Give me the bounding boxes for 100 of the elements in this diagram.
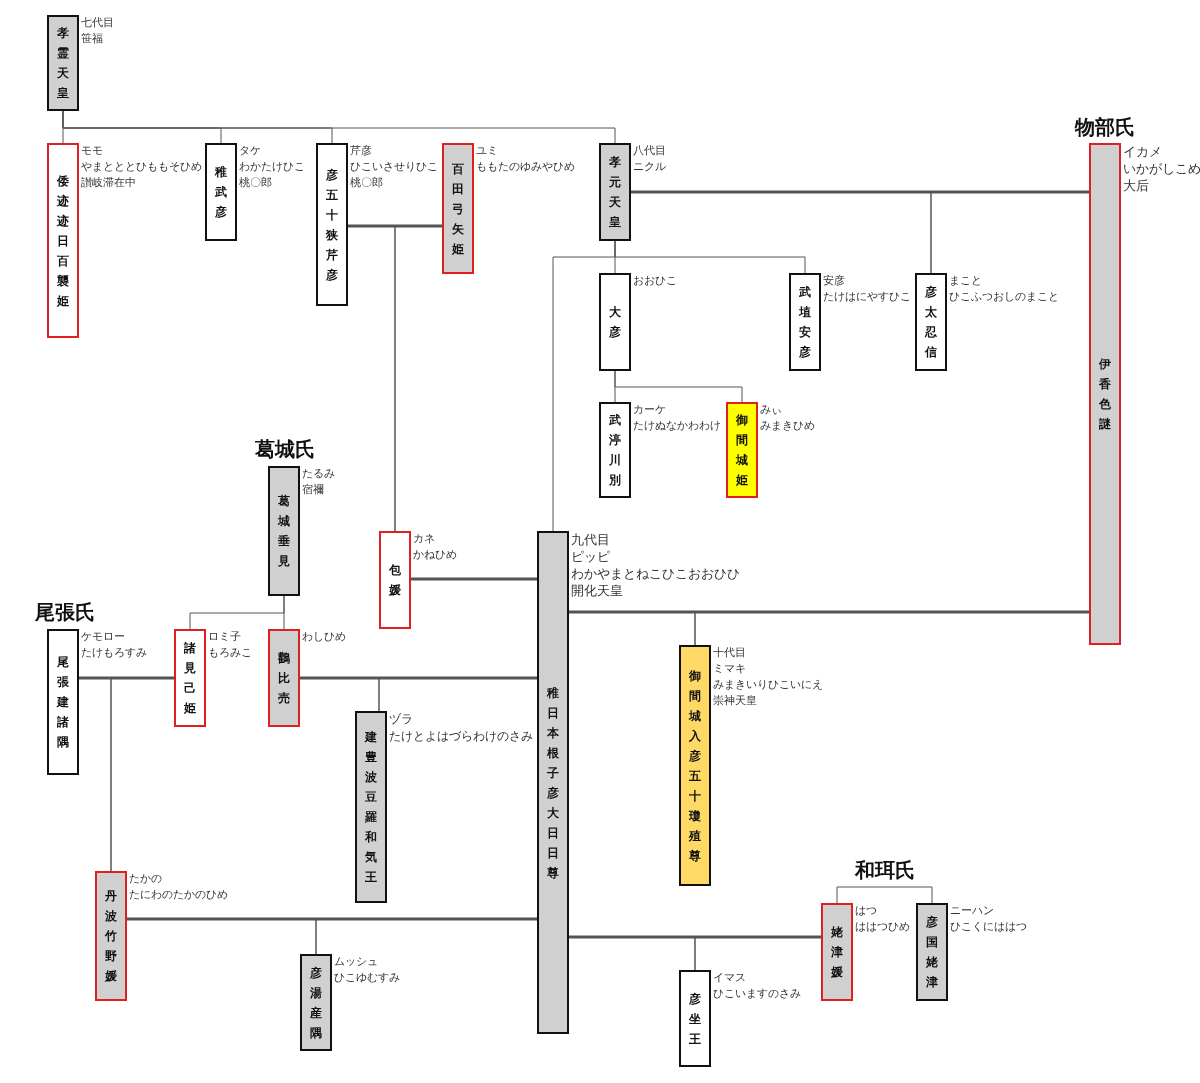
annotation-text: たけとよはづらわけのさみ (389, 728, 533, 745)
annotation-text: カーケ (633, 402, 666, 418)
annotation-text: 七代目 (81, 15, 114, 31)
person-box: 鸛比売 (268, 629, 300, 727)
marriage-line (127, 917, 537, 921)
person-box: 諸見己姫 (174, 629, 206, 727)
descent-line (930, 191, 1090, 274)
sibling-line (836, 886, 933, 904)
annotation-text: わかたけひこ (239, 159, 305, 175)
annotation-text: たけもろすみ (81, 645, 147, 661)
person-box: 尾張建諸隅 (47, 629, 79, 775)
person-box: 稚日本根子彦大日日尊 (537, 531, 569, 1034)
annotation-text: ひこいますのさみ (713, 986, 801, 1002)
annotation-text: ひこくにははつ (950, 919, 1027, 935)
descent-line (62, 110, 616, 144)
person-box: 伊香色謎 (1089, 143, 1121, 645)
person-box: 倭迹迹日百襲姫 (47, 143, 79, 338)
clan-label: 物部氏 (1075, 114, 1135, 141)
annotation-text: わかやまとねこひこおおひひ (571, 565, 740, 582)
annotation-text: 宿禰 (302, 482, 324, 498)
person-box: 武埴安彦 (789, 273, 821, 371)
annotation-text: みまきひめ (760, 418, 815, 434)
annotation-text: イマス (713, 970, 746, 986)
marriage-line (300, 676, 537, 680)
descent-line (694, 936, 822, 971)
annotation-text: たるみ (302, 466, 335, 482)
annotation-text: たけはにやすひこ (823, 289, 911, 305)
annotation-text: ももたのゆみやひめ (476, 159, 575, 175)
person-box: 御間城入彦五十瓊殖尊 (679, 645, 711, 886)
annotation-text: みまきいりひこいにえ (713, 677, 823, 693)
annotation-text: 開化天皇 (571, 582, 623, 599)
annotation-text: モモ (81, 143, 103, 159)
annotation-text: たかの (129, 871, 162, 887)
annotation-text: ははつひめ (855, 919, 910, 935)
descent-line (110, 677, 175, 872)
annotation-text: いかがしこめ (1123, 160, 1200, 177)
annotation-text: 十代目 (713, 645, 746, 661)
descent-line (552, 240, 616, 532)
annotation-text: 九代目 (571, 531, 610, 548)
person-box: 大彦 (599, 273, 631, 371)
person-box: 彦坐王 (679, 970, 711, 1067)
annotation-text: ミマキ (713, 661, 746, 677)
person-box: 武渟川別 (599, 402, 631, 498)
annotation-text: ニーハン (950, 903, 994, 919)
annotation-text: 崇神天皇 (713, 693, 757, 709)
person-box: 御間城姫 (726, 402, 758, 498)
person-box: 丹波竹野媛 (95, 871, 127, 1001)
clan-label: 和珥氏 (855, 857, 915, 884)
annotation-text: ケモロー (81, 629, 125, 645)
marriage-line (569, 610, 1089, 614)
person-box: 彦五十狭芹彦 (316, 143, 348, 306)
annotation-text: はつ (855, 903, 877, 919)
person-box: 百田弓矢姫 (442, 143, 474, 274)
annotation-text: ヅラ (389, 711, 413, 728)
annotation-text: 桃〇郎 (350, 175, 383, 191)
person-box: 姥津媛 (821, 903, 853, 1001)
clan-label: 葛城氏 (255, 436, 315, 463)
annotation-text: ひこいさせりひこ (350, 159, 438, 175)
person-box: 包媛 (379, 531, 411, 629)
annotation-text: ピッピ (571, 548, 610, 565)
annotation-text: もろみこ (208, 645, 252, 661)
marriage-line (348, 224, 442, 228)
annotation-text: 讃岐滞在中 (81, 175, 136, 191)
marriage-line (79, 676, 174, 680)
annotation-text: わしひめ (302, 629, 346, 645)
annotation-text: 大后 (1123, 177, 1149, 194)
annotation-text: ムッシュ (334, 954, 378, 970)
person-box: 彦太忍信 (915, 273, 947, 371)
person-box: 孝霊天皇 (47, 15, 79, 111)
annotation-text: カネ (413, 531, 435, 547)
person-box: 彦国姥津 (916, 903, 948, 1001)
annotation-text: かねひめ (413, 547, 457, 563)
annotation-text: たけぬなかわわけ (633, 418, 721, 434)
person-box: 稚武彦 (205, 143, 237, 241)
annotation-text: たにわのたかのひめ (129, 887, 228, 903)
annotation-text: ロミ子 (208, 629, 241, 645)
person-box: 彦湯産隅 (300, 954, 332, 1051)
descent-line (378, 677, 538, 712)
annotation-text: ニクル (633, 159, 666, 175)
annotation-text: 芹彦 (350, 143, 372, 159)
descent-line (614, 370, 743, 403)
clan-label: 尾張氏 (35, 599, 95, 626)
person-box: 葛城垂見 (268, 466, 300, 596)
annotation-text: 八代目 (633, 143, 666, 159)
descent-line (283, 595, 285, 630)
annotation-text: やまとととひももそひめ (81, 159, 202, 175)
annotation-text: 安彦 (823, 273, 845, 289)
person-box: 建豊波豆羅和気王 (355, 711, 387, 903)
annotation-text: イカメ (1123, 143, 1162, 160)
annotation-text: おおひこ (633, 273, 677, 289)
marriage-line (411, 577, 537, 581)
annotation-text: ひこゆむすみ (334, 970, 400, 986)
marriage-line (631, 190, 1089, 194)
annotation-text: タケ (239, 143, 261, 159)
annotation-text: 笹福 (81, 31, 103, 47)
person-box: 孝元天皇 (599, 143, 631, 241)
annotation-text: まこと (949, 273, 982, 289)
descent-line (315, 918, 538, 955)
marriage-line (569, 935, 821, 939)
annotation-text: みぃ (760, 402, 782, 418)
